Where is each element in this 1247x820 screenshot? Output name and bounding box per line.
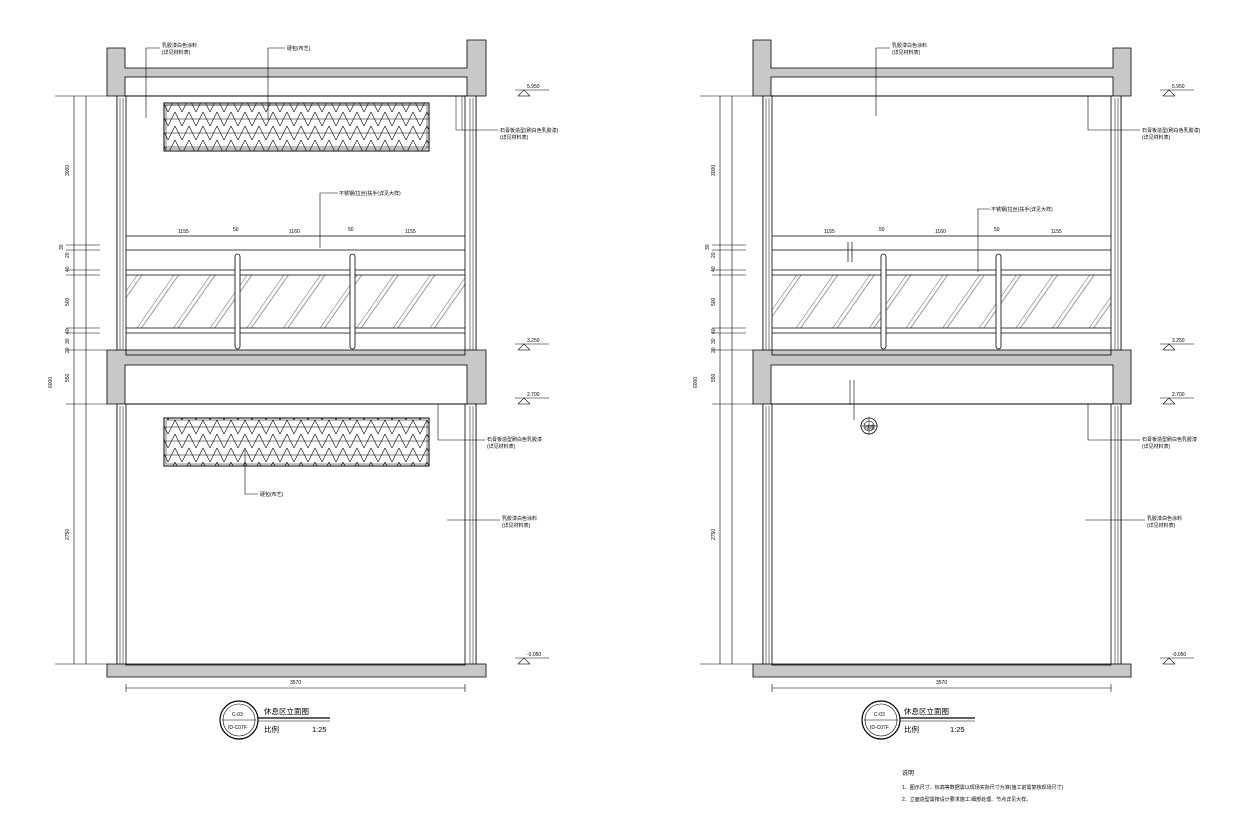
dim-label: 550 — [65, 373, 71, 382]
annotation: 石膏板造型(刷白色乳胶漆)(详见材料表) — [1142, 127, 1201, 141]
glass-panel — [126, 275, 465, 328]
drawing-title-left: C-03 ID-C07F 休息区立面图 比例 1:25 — [219, 700, 330, 740]
annotation: 不锈钢(拉丝)扶手(详见大样) — [339, 190, 401, 197]
level-label: 3.250 — [527, 338, 540, 344]
vertical-dimensions: 6000 3000 30 20 40 500 40 30 20 550 2750 — [693, 165, 717, 540]
notes: 说明 1、图示尺寸、标高等数据需以现场实际尺寸为准(施工前需复核现场尺寸) 2、… — [902, 769, 1063, 803]
dim-label: 50 — [879, 227, 885, 233]
dim-label: 6000 — [48, 377, 54, 388]
dim-label: 3000 — [711, 165, 717, 176]
level-label: 3.250 — [1172, 338, 1185, 344]
vertical-dimensions: 6000 3000 30 20 40 500 40 30 20 550 2750 — [48, 165, 71, 540]
dim-label: 30 — [711, 338, 717, 344]
annotation: 乳胶漆白色涂料(详见材料表) — [502, 515, 537, 529]
title-sheet: ID-C07F — [870, 725, 889, 731]
annotation: 乳胶漆白色涂料(详见材料表) — [1147, 515, 1182, 529]
annotation: 不锈钢(拉丝)扶手(详见大样) — [991, 206, 1053, 213]
title-number: C-03 — [232, 712, 243, 718]
title-name: 休息区立面图 — [264, 706, 309, 716]
socket-symbol: 插座 — [860, 417, 878, 435]
side-trim — [765, 98, 1119, 664]
level-markers — [1160, 89, 1194, 665]
side-trim — [119, 96, 474, 664]
dim-label: 1155 — [824, 229, 835, 235]
rail-dimensions: 1155 50 1160 50 1155 — [824, 227, 1062, 235]
dim-label: 500 — [65, 297, 71, 306]
dim-label: 20 — [65, 347, 71, 353]
dim-label: 40 — [711, 328, 717, 334]
title-sheet: ID-C07F — [228, 725, 247, 731]
title-scale: 1:25 — [950, 725, 965, 734]
dim-label: 40 — [65, 328, 71, 334]
dim-label: 550 — [711, 373, 717, 382]
elevation-right: 插座 乳胶漆白色涂料(详见材料表) 石膏板造型(刷白色乳胶漆)(详见材料表) 不… — [693, 39, 1201, 740]
dim-label: 20 — [65, 252, 71, 258]
dim-label: 40 — [711, 266, 717, 272]
dim-label: 1155 — [178, 229, 189, 235]
fabric-panel-upper — [163, 102, 430, 152]
note-item: 1、图示尺寸、标高等数据需以现场实际尺寸为准(施工前需复核现场尺寸) — [902, 784, 1063, 791]
dim-label: 2750 — [711, 529, 717, 540]
annotation-labels: 乳胶漆白色涂料(详见材料表) 石膏板造型(刷白色乳胶漆)(详见材料表) 不锈钢(… — [892, 42, 1201, 529]
dim-label: 20 — [711, 347, 717, 353]
dim-label: 20 — [711, 252, 717, 258]
fabric-panel-lower — [163, 417, 430, 467]
notes-heading: 说明 — [902, 769, 914, 777]
dim-label: 50 — [994, 227, 1000, 233]
dim-label: 30 — [705, 244, 711, 250]
dim-label: 1160 — [935, 229, 946, 235]
annotation: 石膏板造型(刷白色乳胶漆)(详见材料表) — [500, 127, 559, 141]
rail-post — [880, 253, 887, 350]
dim-label: 40 — [65, 266, 71, 272]
dim-width: 3570 — [936, 680, 947, 686]
annotation: 乳胶漆白色涂料(详见材料表) — [892, 42, 927, 56]
rail-dimensions: 1155 50 1160 50 1155 — [178, 227, 416, 235]
drawing-title-right: C-03 ID-C07F 休息区立面图 比例 1:25 — [861, 700, 975, 740]
level-label: -0.050 — [527, 652, 541, 658]
level-label: 2.700 — [1172, 392, 1185, 398]
title-scale: 1:25 — [312, 725, 327, 734]
note-item: 2、立面造型需按设计要求施工,细部处理、节点详见大样。 — [902, 796, 1031, 803]
dim-label: 50 — [348, 227, 354, 233]
level-label: 2.700 — [527, 392, 540, 398]
rail-post — [349, 253, 356, 350]
dim-label: 2750 — [65, 529, 71, 540]
rail-post — [995, 253, 1002, 350]
annotation-labels: 乳胶漆白色涂料(详见材料表) 硬包(布艺) 石膏板造型(刷白色乳胶漆)(详见材料… — [162, 42, 559, 529]
level-label: 5.950 — [527, 84, 540, 90]
rail-post — [234, 253, 241, 350]
annotation: 乳胶漆白色涂料(详见材料表) — [162, 42, 197, 56]
glass-panel — [772, 275, 1111, 328]
elevation-left: 乳胶漆白色涂料(详见材料表) 硬包(布艺) 石膏板造型(刷白色乳胶漆)(详见材料… — [48, 39, 559, 740]
annotation: 石膏板造型刷白色乳胶漆(详见材料表) — [1142, 436, 1197, 450]
level-label: -0.050 — [1172, 652, 1186, 658]
level-label: 5.950 — [1172, 84, 1185, 90]
dim-label: 1155 — [405, 229, 416, 235]
dim-width: 3570 — [290, 680, 301, 686]
title-name: 休息区立面图 — [904, 706, 949, 716]
dim-label: 30 — [59, 244, 65, 250]
dim-label: 1160 — [289, 229, 300, 235]
title-number: C-03 — [874, 712, 885, 718]
dim-label: 30 — [65, 338, 71, 344]
dim-label: 6000 — [693, 377, 699, 388]
dim-label: 50 — [233, 227, 239, 233]
dim-label: 1155 — [1051, 229, 1062, 235]
dim-label: 500 — [711, 297, 717, 306]
dim-label: 3000 — [65, 165, 71, 176]
annotation: 石膏板造型刷白色乳胶漆(详见材料表) — [487, 436, 542, 450]
socket-label: 插座 — [865, 424, 875, 431]
title-scale-label: 比例 — [904, 724, 919, 734]
title-scale-label: 比例 — [264, 724, 279, 734]
level-markers — [515, 89, 549, 665]
annotation: 硬包(布艺) — [287, 45, 311, 52]
annotation: 硬包(布艺) — [260, 491, 284, 498]
